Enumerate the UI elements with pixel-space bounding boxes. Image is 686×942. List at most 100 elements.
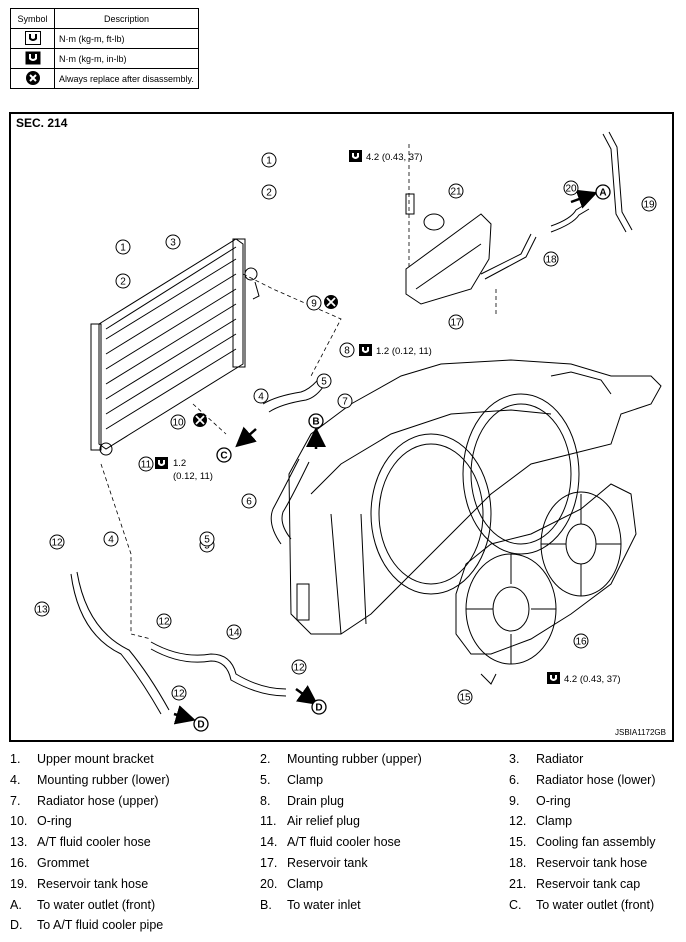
callout-circle <box>49 534 65 550</box>
callout-number: 10 <box>172 418 184 429</box>
torque-value-air-relief-line1: 1.2 <box>173 458 186 469</box>
symbol-description: N·m (kg-m, in-lb) <box>54 48 199 69</box>
callout-number: 2 <box>266 188 272 199</box>
callout-circle <box>199 531 215 547</box>
legend-item-label: Cooling fan assembly <box>536 835 656 850</box>
callout-number: 6 <box>246 497 252 508</box>
legend-item-number: A. <box>10 897 22 912</box>
symbol-table-header: Symbol Description <box>10 8 199 29</box>
legend-item-number: B. <box>260 897 272 912</box>
legend-item-label: Radiator <box>536 752 584 766</box>
legend-item-number: 17. <box>260 855 278 870</box>
callout-circle <box>34 601 50 617</box>
arrow-label-letter: B <box>312 417 319 428</box>
callout-circle <box>291 659 307 675</box>
symbol-cell <box>10 68 55 89</box>
legend-item-number: 8. <box>260 793 271 808</box>
legend-row: A.To water outlet (front)B.To water inle… <box>10 898 680 919</box>
legend-item-label: Mounting rubber (lower) <box>37 772 170 787</box>
callout-number: 9 <box>311 299 317 310</box>
arrow-label-circle <box>311 699 327 715</box>
arrow-label-letter: C <box>220 451 227 462</box>
callout-circle <box>261 152 277 168</box>
legend-item-number: 2. <box>260 752 271 766</box>
legend-item-label: Upper mount bracket <box>37 752 154 766</box>
legend-item-label: Drain plug <box>287 793 344 808</box>
callout-circle <box>156 613 172 629</box>
callout-number: 15 <box>459 693 471 704</box>
callout-number: 14 <box>228 628 240 639</box>
torque-wrench-inlb-icon <box>547 672 560 684</box>
legend-item-label: A/T fluid cooler hose <box>37 835 151 850</box>
legend-item-label: To water outlet (front) <box>536 897 655 912</box>
always-replace-icon <box>324 295 338 309</box>
callout-number: 13 <box>36 605 48 616</box>
symbol-cell <box>10 28 55 49</box>
legend-item-number: D. <box>10 918 23 933</box>
callout-number: 18 <box>545 255 557 266</box>
callout-number: 12 <box>173 689 185 700</box>
legend-item-number: 16. <box>10 855 28 870</box>
legend-item-label: O-ring <box>37 814 72 829</box>
callout-circle <box>448 314 464 330</box>
callout-circle <box>339 342 355 358</box>
reservoir-tank-drawing <box>405 193 492 305</box>
hoses-drawing <box>70 131 633 715</box>
torque-icons <box>155 150 560 684</box>
legend-item-number: 5. <box>260 772 271 787</box>
arrow-label-letter: A <box>599 188 606 199</box>
legend-item-number: 6. <box>509 772 520 787</box>
legend-item-label: Reservoir tank hose <box>37 876 149 891</box>
legend-item-label: Grommet <box>37 855 90 870</box>
legend-item-number: 15. <box>509 835 527 850</box>
symbol-header: Symbol <box>10 8 55 29</box>
callout-circle <box>253 388 269 404</box>
symbol-row: N·m (kg-m, in-lb) <box>10 48 199 69</box>
drawing-code: JSBIA1172GB <box>615 728 666 737</box>
torque-value-drain-plug: 1.2 (0.12, 11) <box>376 346 432 357</box>
legend-item-number: 14. <box>260 835 278 850</box>
legend-item-number: 10. <box>10 814 28 829</box>
callout-number: 7 <box>342 397 348 408</box>
legend-row: D. To A/T fluid cooler pipe <box>10 918 680 939</box>
callout-circle <box>563 180 579 196</box>
arrow-label-circle <box>308 413 324 429</box>
fan-shroud-drawing <box>288 359 662 635</box>
legend-item-label: To water outlet (front) <box>37 897 156 912</box>
symbol-description: Always replace after disassembly. <box>54 68 199 89</box>
always-replace-icon <box>25 70 40 85</box>
legend-item-label: Air relief plug <box>287 814 360 829</box>
torque-wrench-ftlb-icon <box>24 30 41 45</box>
torque-value-fan: 4.2 (0.43, 37) <box>564 674 621 685</box>
legend-item-label: Radiator hose (lower) <box>536 772 656 787</box>
section-label: SEC. 214 <box>16 116 68 130</box>
callout-number: 17 <box>450 318 462 329</box>
legend-item-label: To A/T fluid cooler pipe <box>37 918 164 933</box>
legend-item-number: 18. <box>509 855 527 870</box>
callout-circle <box>641 196 657 212</box>
arrow-label-circle <box>193 716 209 732</box>
legend-item-label: Clamp <box>287 772 324 787</box>
torque-wrench-inlb-icon <box>359 344 372 356</box>
arrow-label-circle <box>595 184 611 200</box>
torque-wrench-inlb-icon <box>25 51 40 64</box>
torque-value-reservoir: 4.2 (0.43, 37) <box>366 152 423 163</box>
callout-markers: 1234567891011121245121314151617181920211… <box>34 152 657 705</box>
legend-item-number: 20. <box>260 876 278 891</box>
callout-number: 8 <box>344 346 350 357</box>
arrow-label-letter: D <box>197 720 204 731</box>
description-header: Description <box>54 8 199 29</box>
legend-item-label: Reservoir tank hose <box>536 855 648 870</box>
legend-item-label: Radiator hose (upper) <box>37 793 159 808</box>
callout-circle <box>171 685 187 701</box>
torque-wrench-inlb-icon <box>349 150 362 162</box>
callout-number: 11 <box>141 460 152 471</box>
callout-number: 4 <box>258 392 264 403</box>
